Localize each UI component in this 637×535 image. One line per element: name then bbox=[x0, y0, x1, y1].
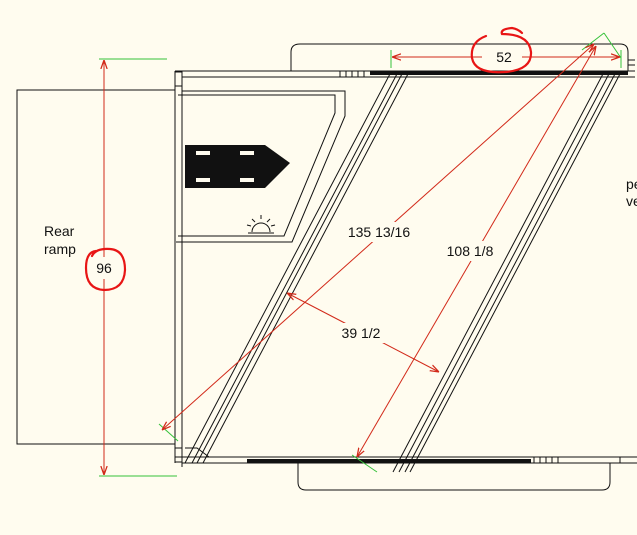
dome-light-icon bbox=[246, 215, 276, 234]
right-cut-label-line2: ve bbox=[626, 193, 637, 209]
vehicle-silhouette-icon bbox=[185, 145, 290, 188]
highlight-circle-height bbox=[84, 247, 127, 292]
dim-label-perpendicular-gap: 39 1/2 bbox=[342, 325, 381, 341]
dim-label-parallel-length: 108 1/8 bbox=[447, 243, 494, 259]
right-cut-label-line1: pe bbox=[626, 176, 637, 192]
highlight-circle-width bbox=[470, 26, 533, 74]
markup-highlights bbox=[84, 26, 533, 292]
extension-lines bbox=[99, 32, 622, 477]
slanted-panels bbox=[184, 71, 622, 473]
rear-ramp-label-line2: ramp bbox=[44, 241, 76, 257]
dim-label-overall-height: 96 bbox=[96, 260, 112, 276]
wall-doors bbox=[247, 71, 628, 463]
dim-label-top-width: 52 bbox=[496, 49, 512, 65]
dim-label-long-diagonal: 135 13/16 bbox=[348, 224, 410, 240]
dimension-lines bbox=[104, 44, 620, 475]
bottom-panel bbox=[297, 463, 611, 491]
rear-ramp-label-line1: Rear bbox=[44, 223, 75, 239]
